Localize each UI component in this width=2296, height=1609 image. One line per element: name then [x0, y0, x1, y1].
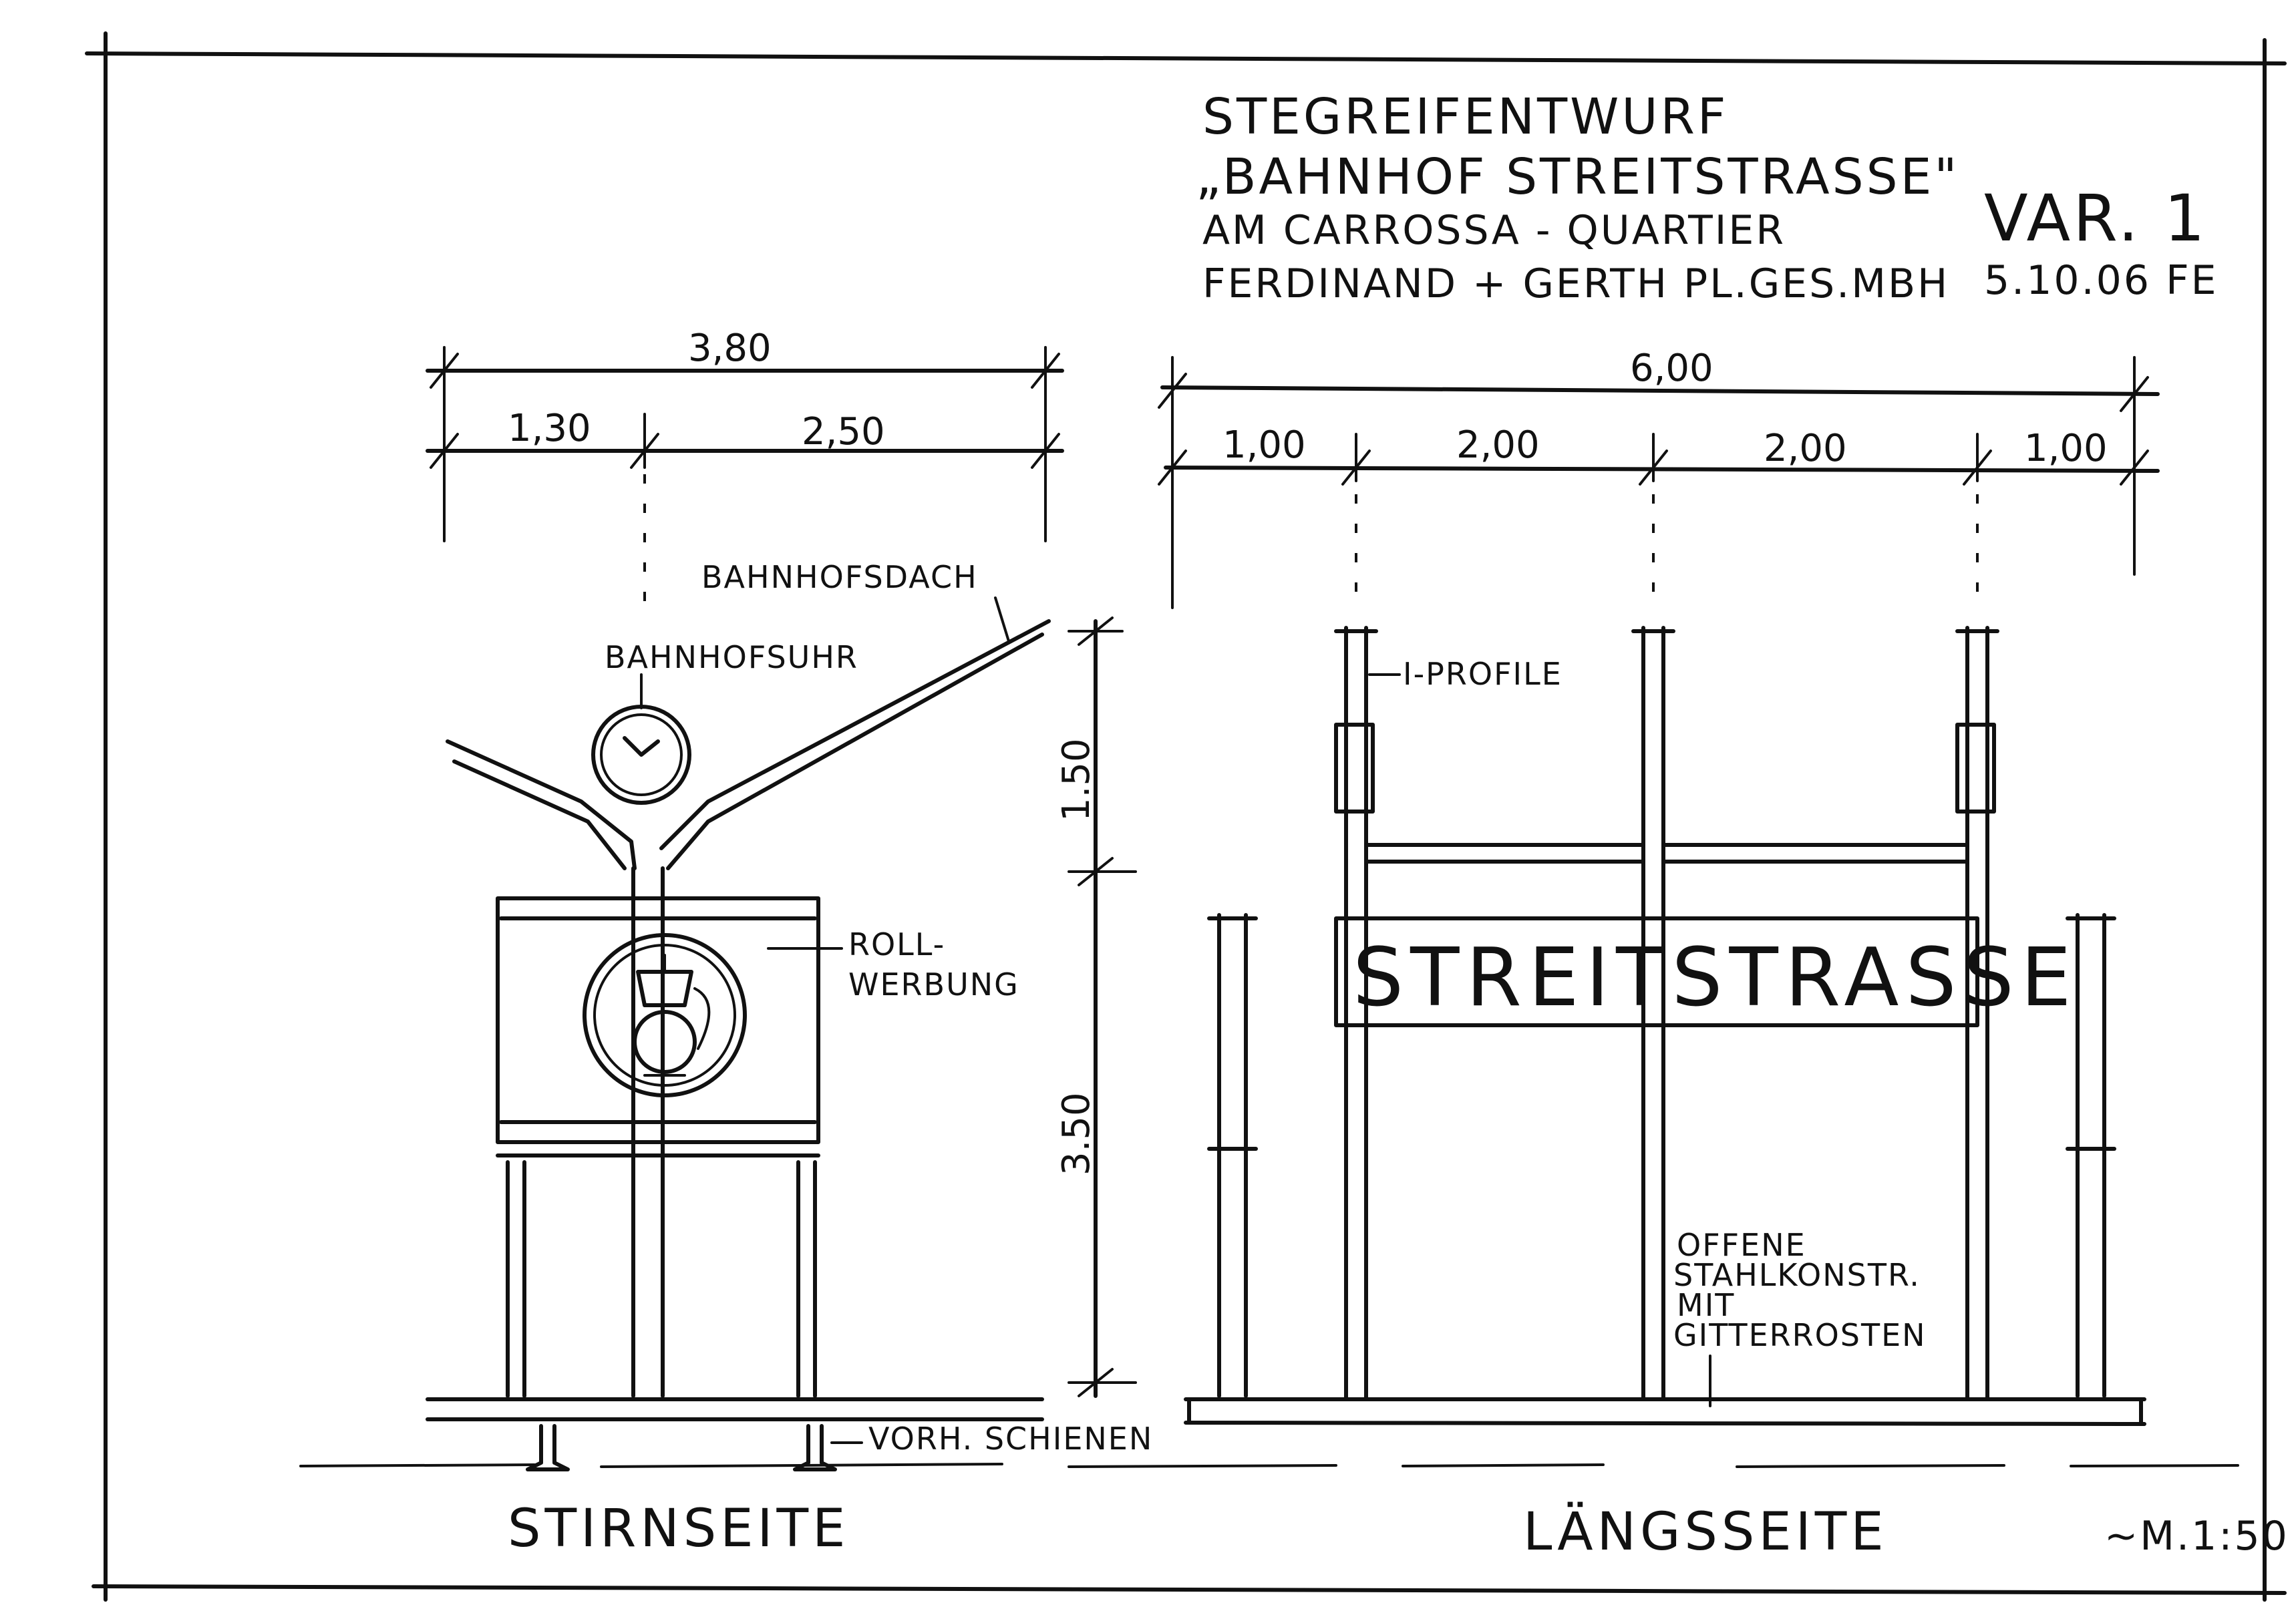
label-steel-2: STAHLKONSTR. [1673, 1257, 1921, 1293]
title-line-1: STEGREIFENTWURF [1202, 88, 1728, 146]
front-legs [506, 1160, 817, 1398]
front-dim-left: 1,30 [508, 407, 591, 450]
side-dimensions: 6,00 1,00 2,00 2,00 1,00 [1158, 347, 2160, 609]
sign-text: STREITSTRASSE [1353, 932, 2078, 1025]
front-dim-lower: 3.50 [1055, 1092, 1098, 1176]
title-line-4: FERDINAND + GERTH PL.GES.MBH [1202, 260, 1949, 307]
side-dim-seg-2: 2,00 [1456, 423, 1540, 467]
front-base [426, 1397, 1044, 1471]
side-dim-total: 6,00 [1630, 347, 1713, 390]
scale-label: ~M.1:50 [2104, 1513, 2289, 1560]
side-dim-seg-3: 2,00 [1764, 427, 1847, 470]
station-sign: STREITSTRASSE [1334, 916, 2078, 1027]
label-steel-4: GITTERROSTEN [1673, 1317, 1927, 1353]
side-posts [1207, 626, 2116, 1401]
front-column [631, 866, 665, 1398]
title-line-3: AM CARROSSA - QUARTIER [1202, 207, 1786, 254]
label-rails: VORH. SCHIENEN [868, 1421, 1153, 1457]
side-base [1184, 1397, 2146, 1426]
ground-line [299, 1463, 2239, 1468]
date-label: 5.10.06 FE [1984, 257, 2219, 304]
side-beams [1364, 843, 1969, 864]
front-dim-total: 3,80 [688, 327, 772, 370]
caption-side-view: LÄNGSSEITE [1523, 1501, 1888, 1562]
label-steel-1: OFFENE [1677, 1227, 1806, 1263]
label-roll-ad-1: ROLL- [848, 926, 945, 962]
front-view: 3,80 1,30 2,50 1.50 3.50 [426, 327, 1153, 1471]
coffee-pot-icon [633, 954, 711, 1077]
front-dimensions: 3,80 1,30 2,50 1.50 3.50 [426, 327, 1137, 1398]
side-dim-seg-1: 1,00 [1222, 423, 1306, 467]
side-dim-seg-4: 1,00 [2024, 427, 2108, 470]
side-view: 6,00 1,00 2,00 2,00 1,00 [1158, 347, 2160, 1426]
front-dim-upper: 1.50 [1055, 738, 1098, 822]
title-line-2: „BAHNHOF STREITSTRASSE" [1196, 148, 1959, 206]
label-steel-3: MIT [1677, 1287, 1735, 1323]
variant-label: VAR. 1 [1984, 181, 2208, 256]
label-station-roof: BAHNHOFSDACH [701, 559, 978, 595]
label-roll-ad-2: WERBUNG [848, 966, 1019, 1003]
caption-front-view: STIRNSEITE [508, 1499, 849, 1559]
station-roof [446, 619, 1051, 870]
sheet-frame [85, 31, 2287, 1602]
title-block: STEGREIFENTWURF „BAHNHOF STREITSTRASSE" … [1196, 88, 2219, 307]
advertising-box [496, 896, 820, 1157]
label-i-profile: I-PROFILE [1403, 656, 1563, 692]
label-station-clock: BAHNHOFSUHR [605, 639, 858, 675]
clock-icon [591, 705, 691, 805]
front-dim-right: 2,50 [802, 410, 885, 454]
